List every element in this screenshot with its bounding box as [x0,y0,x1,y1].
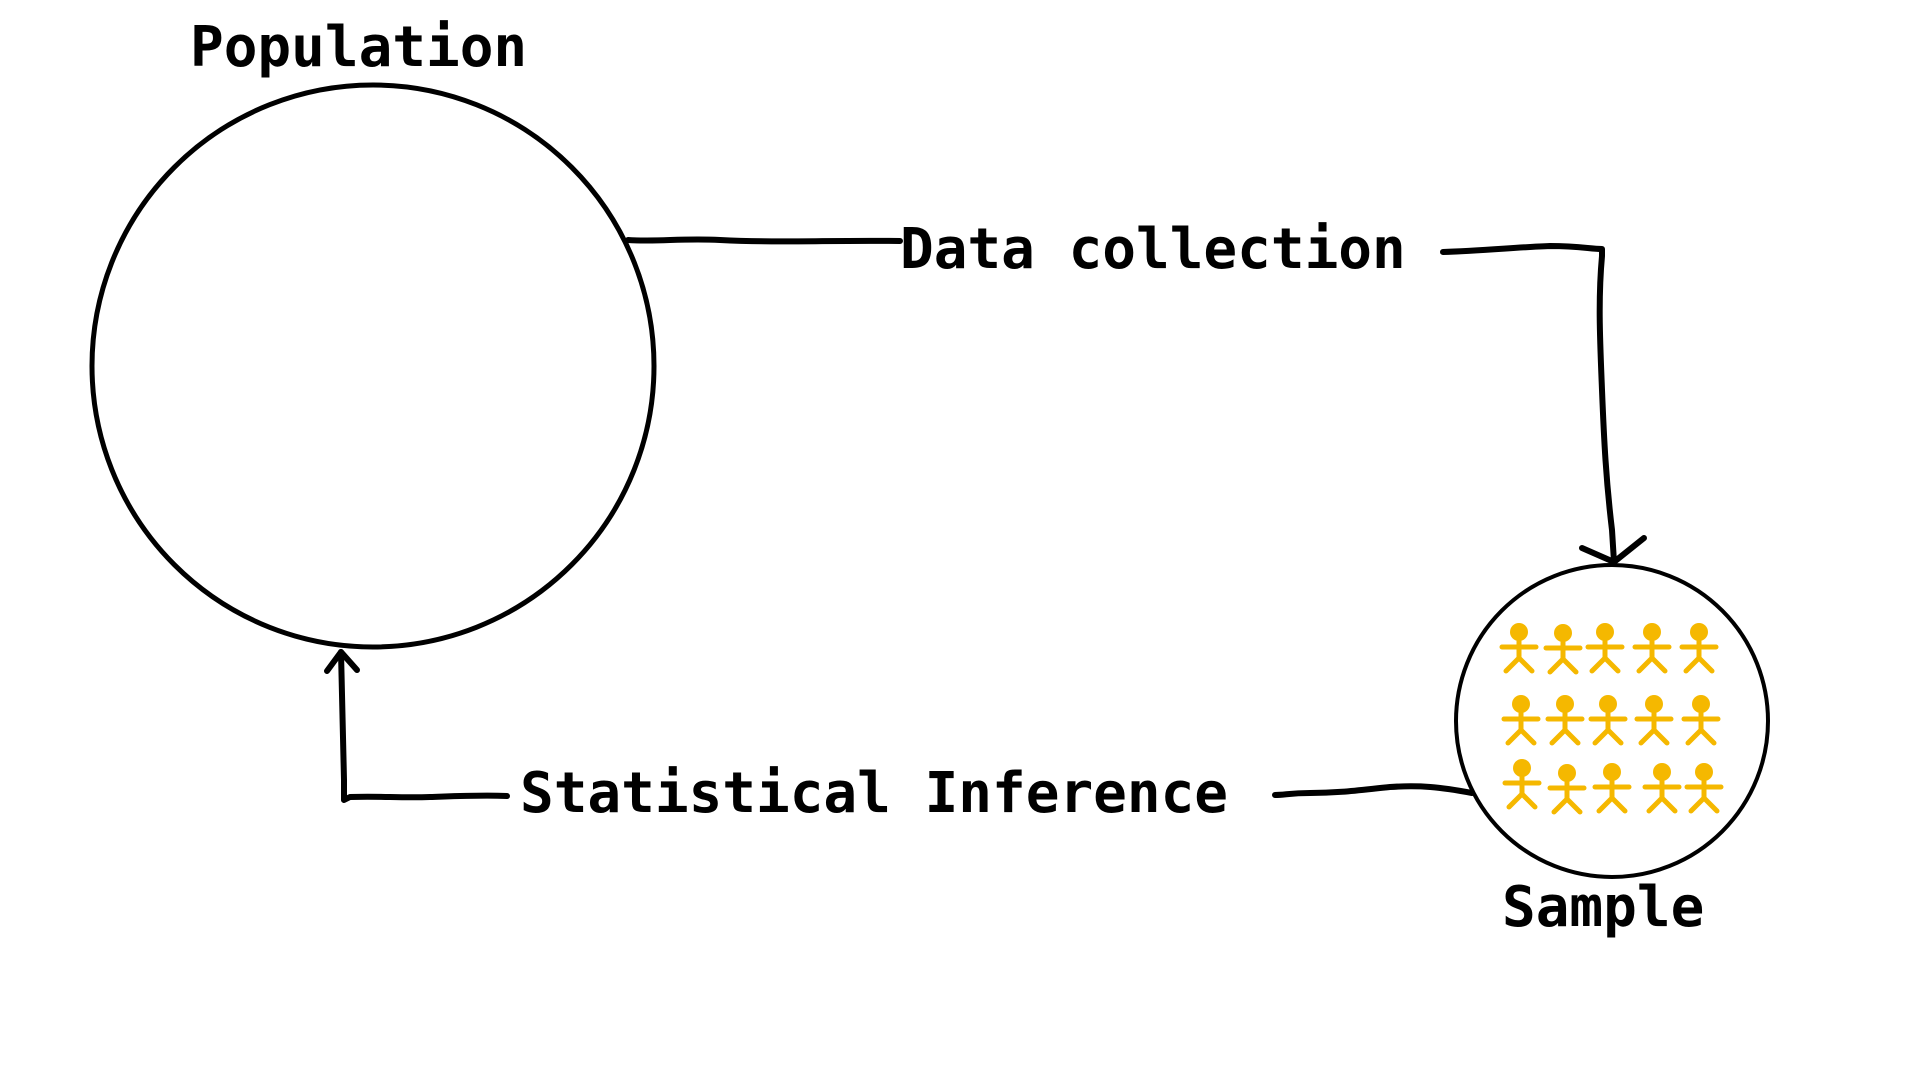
statistical-inference-line-right [1272,783,1475,798]
person-icon [1645,763,1679,811]
data-collection-arrowhead [1579,535,1647,565]
person-icon [1595,763,1629,811]
person-icon [1546,624,1580,672]
population-circle [89,82,657,650]
sample-label: Sample [1502,875,1705,940]
person-icon [1588,623,1622,671]
person-icon [1635,623,1669,671]
statistical-inference-arrowhead [324,649,360,674]
person-icon [1684,695,1718,743]
person-icon [1505,759,1539,807]
person-icon [1682,623,1716,671]
person-icon [1687,763,1721,811]
person-icon [1550,764,1584,812]
person-icon [1504,695,1538,743]
statistical-inference-line-left [338,649,510,803]
statistical-inference-label: Statistical Inference [520,761,1229,826]
data-collection-line-right [1440,243,1617,565]
population-label: Population [190,15,528,80]
person-icon [1548,695,1582,743]
data-collection-line-left [625,236,903,245]
sample-circle [1454,563,1770,879]
sample-people [1502,623,1721,812]
person-icon [1502,623,1536,671]
person-icon [1591,695,1625,743]
person-icon [1637,695,1671,743]
data-collection-label: Data collection [900,217,1406,282]
